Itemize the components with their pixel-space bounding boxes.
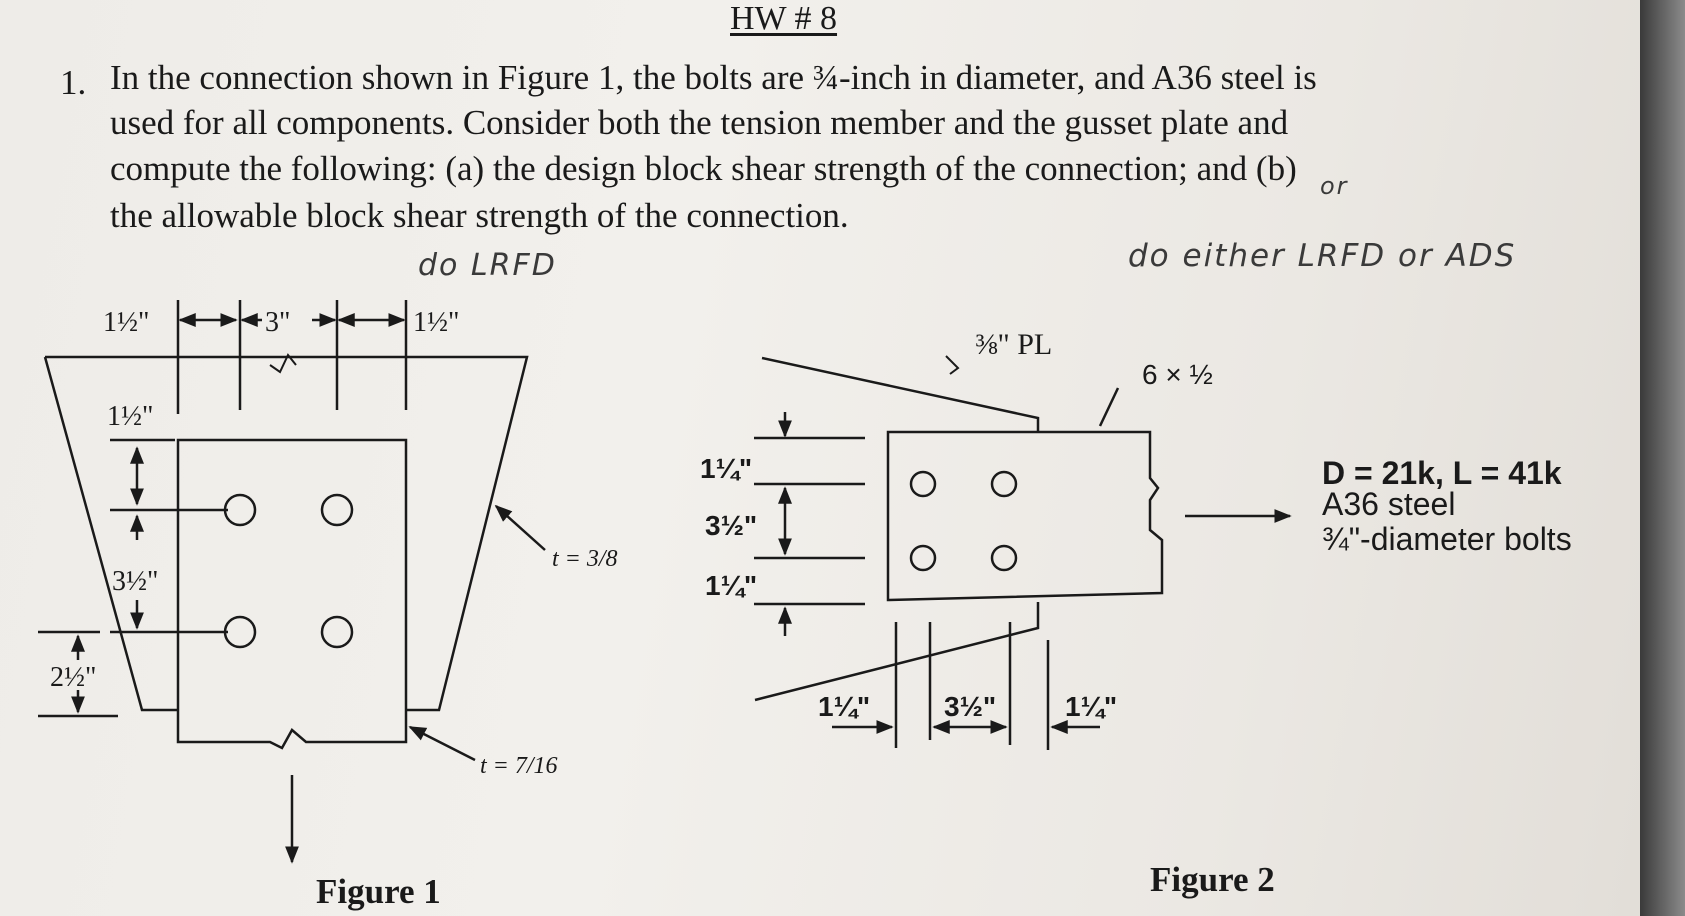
- horiz-dim-3: 1¼": [1065, 691, 1117, 722]
- note-or: or: [1320, 172, 1349, 200]
- desk-edge: [1640, 0, 1685, 916]
- bolt-hole: [223, 615, 257, 649]
- note-do-either: do either LRFD or ADS: [1128, 238, 1517, 274]
- problem-line-4: the allowable block shear strength of th…: [110, 196, 849, 235]
- dim-side-bot: 2½": [50, 662, 96, 693]
- dim-top-left: 1½": [103, 307, 149, 338]
- bolt-hole: [990, 470, 1018, 498]
- figure-1-labels: 1½" 3" 1½" 1½" 3½" 2½" t = 3/8 t = 7/16: [50, 307, 618, 779]
- problem-number: 1.: [60, 63, 87, 102]
- thickness-member: t = 7/16: [480, 753, 558, 779]
- figure-2-labels: ⅜" PL 6 × ½ 1¼" 3½" 1¼" 1¼" 3½" 1¼" D = …: [700, 328, 1572, 722]
- problem-line-2: used for all components. Consider both t…: [110, 103, 1289, 142]
- figure-2-caption: Figure 2: [1150, 860, 1275, 899]
- vert-dim-3: 1¼": [705, 570, 757, 601]
- bolts-label: ¾"-diameter bolts: [1322, 521, 1572, 557]
- dim-top-right: 1½": [413, 307, 459, 338]
- member-label: 6 × ½: [1142, 359, 1213, 390]
- paper-sheet: [0, 0, 1640, 916]
- figure-2: [754, 355, 1292, 750]
- steel-label: A36 steel: [1322, 486, 1455, 522]
- vert-dim-1: 1¼": [700, 453, 752, 484]
- problem-line-1: In the connection shown in Figure 1, the…: [110, 58, 1317, 97]
- note-do-lrfd: do LRFD: [418, 248, 557, 283]
- loads-label: D = 21k, L = 41k: [1322, 455, 1562, 491]
- dim-top-mid: 3": [265, 307, 290, 338]
- bolt-hole: [320, 615, 354, 649]
- thickness-gusset: t = 3/8: [552, 546, 618, 572]
- figures-drawing: 1½" 3" 1½" 1½" 3½" 2½" t = 3/8 t = 7/16: [38, 300, 1572, 864]
- bolt-hole: [909, 544, 937, 572]
- figure-1: [38, 300, 546, 864]
- page-title: HW # 8: [730, 0, 838, 37]
- member-6x1-2: [886, 430, 1164, 602]
- vert-dim-2: 3½": [705, 510, 757, 541]
- bolt-hole: [223, 493, 257, 527]
- plate-label: ⅜" PL: [975, 328, 1052, 361]
- bolt-hole: [990, 544, 1018, 572]
- horiz-dim-1: 1¼": [818, 691, 870, 722]
- bolt-hole: [320, 493, 354, 527]
- gusset-plate-2: [761, 356, 1040, 432]
- problem-line-3: compute the following: (a) the design bl…: [110, 149, 1297, 188]
- dim-side-mid: 3½": [112, 566, 158, 597]
- figure-1-caption: Figure 1: [316, 872, 441, 911]
- horiz-dim-2: 3½": [944, 691, 996, 722]
- tension-member: [176, 438, 408, 750]
- bolt-hole: [909, 470, 937, 498]
- dim-side-top: 1½": [107, 401, 153, 432]
